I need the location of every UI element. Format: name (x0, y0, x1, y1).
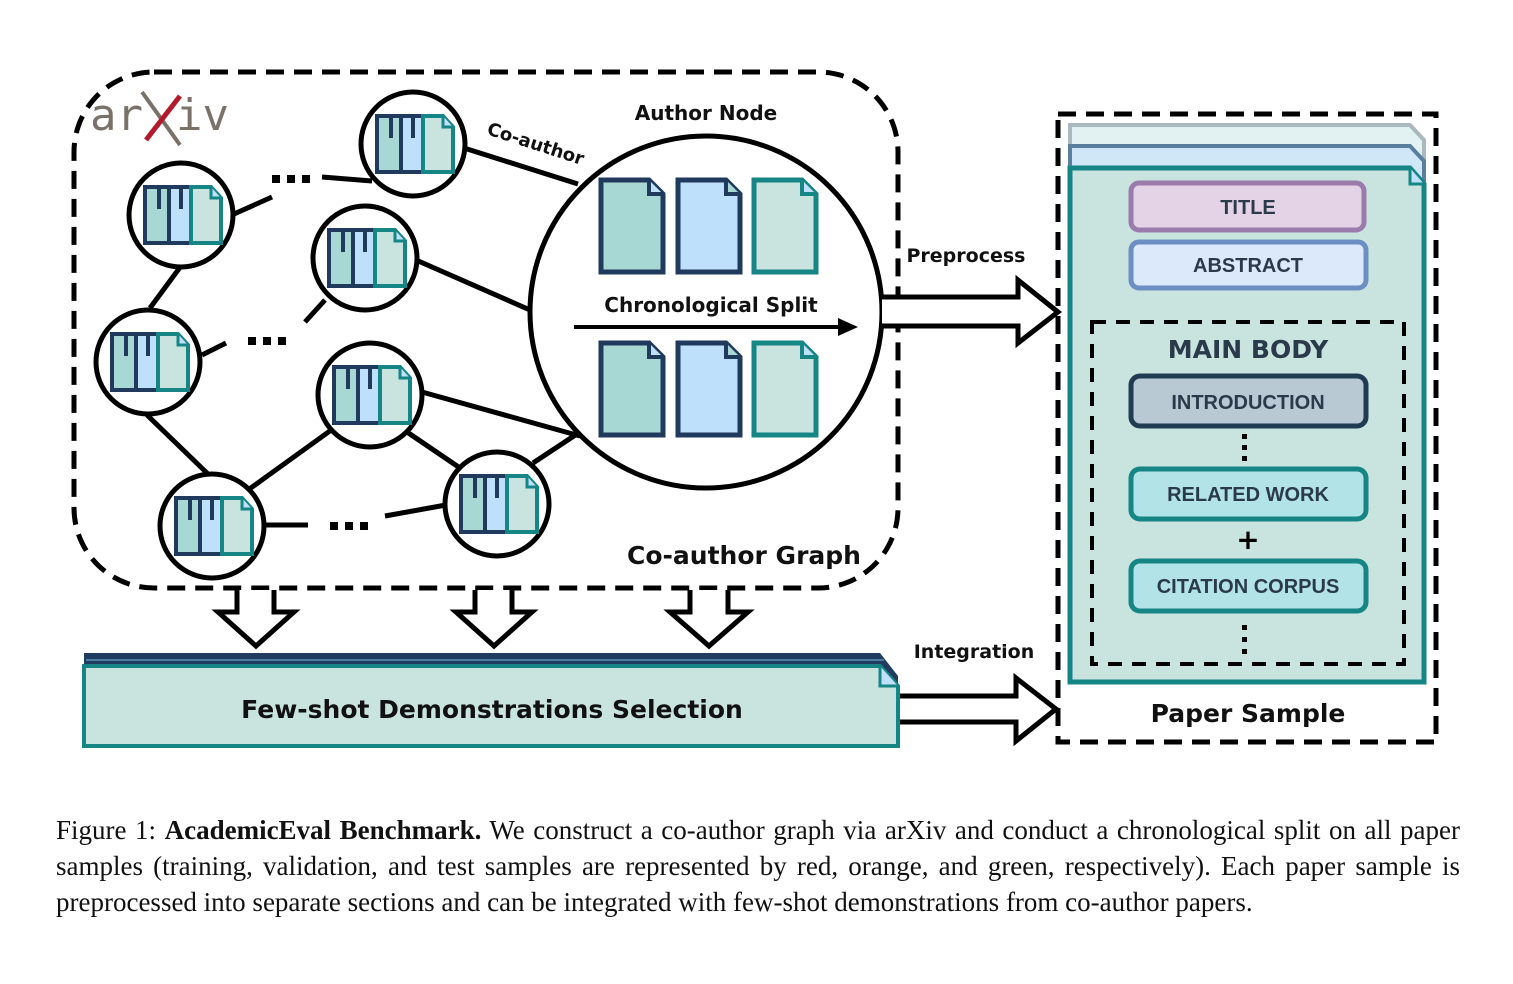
down-arrow-icon (663, 590, 755, 650)
introduction-section-box (1128, 373, 1369, 429)
paper-sample-container (1055, 111, 1439, 745)
introduction-section-label: INTRODUCTION (1171, 392, 1324, 414)
paper-icon (754, 180, 816, 272)
paper-icon (601, 343, 663, 435)
down-arrow-icon (211, 590, 301, 650)
graph-ellipsis (248, 175, 368, 530)
graph-edges (145, 145, 588, 528)
arrow-head-icon (838, 318, 858, 336)
author-node (442, 449, 552, 559)
paper-icon (754, 343, 816, 435)
arxiv-logo: ar iv (90, 90, 229, 147)
title-section-label: TITLE (1220, 197, 1276, 219)
figure-caption: Figure 1: AcademicEval Benchmark. We con… (56, 812, 1460, 920)
author-node-detail: Chronological Split (527, 133, 885, 491)
citation-corpus-section-label: CITATION CORPUS (1157, 576, 1340, 598)
related-work-section-label: RELATED WORK (1167, 484, 1329, 506)
author-node-title: Author Node (635, 101, 777, 125)
title-section-box (1128, 180, 1367, 233)
arxiv-logo-right: iv (176, 90, 229, 141)
caption-prefix: Figure 1: (56, 815, 165, 845)
author-node (315, 340, 425, 450)
caption-body: We construct a co-author graph via arXiv… (56, 815, 1460, 917)
author-node (310, 203, 420, 313)
integration-label: Integration (914, 641, 1035, 663)
related-work-section-box (1128, 466, 1369, 522)
main-body-label: MAIN BODY (1168, 335, 1329, 364)
preprocess-arrow (882, 274, 1063, 349)
author-node (157, 471, 267, 581)
few-shot-label: Few-shot Demonstrations Selection (241, 695, 743, 724)
paper-icon (601, 180, 663, 272)
preprocess-label: Preprocess (907, 245, 1026, 267)
arxiv-logo-left: ar (90, 90, 143, 141)
author-node (93, 307, 203, 417)
coauthor-edge-label: Co-author (484, 119, 586, 170)
down-arrow-icon (449, 590, 539, 650)
paper-sample-label: Paper Sample (1151, 699, 1346, 728)
down-arrows (211, 590, 755, 650)
citation-corpus-section-box (1128, 558, 1369, 614)
abstract-section-box (1128, 239, 1369, 291)
academiceval-diagram: ar iv Co-author Author Node (71, 69, 1439, 748)
chronological-split-label: Chronological Split (604, 293, 818, 317)
paper-icon (678, 343, 740, 435)
few-shot-box: Few-shot Demonstrations Selection (82, 653, 900, 748)
vertical-ellipsis-icon (1242, 434, 1247, 461)
caption-title: AcademicEval Benchmark. (164, 815, 482, 845)
vertical-ellipsis-icon (1242, 625, 1247, 654)
abstract-section-label: ABSTRACT (1193, 255, 1303, 277)
coauthor-graph-container (71, 69, 901, 591)
integration-arrow (900, 672, 1061, 747)
plus-icon: + (1236, 523, 1259, 556)
author-node (126, 160, 236, 270)
paper-icon (678, 180, 740, 272)
main-body-container (1090, 320, 1406, 666)
coauthor-graph-label: Co-author Graph (627, 541, 861, 570)
author-node (358, 89, 468, 199)
